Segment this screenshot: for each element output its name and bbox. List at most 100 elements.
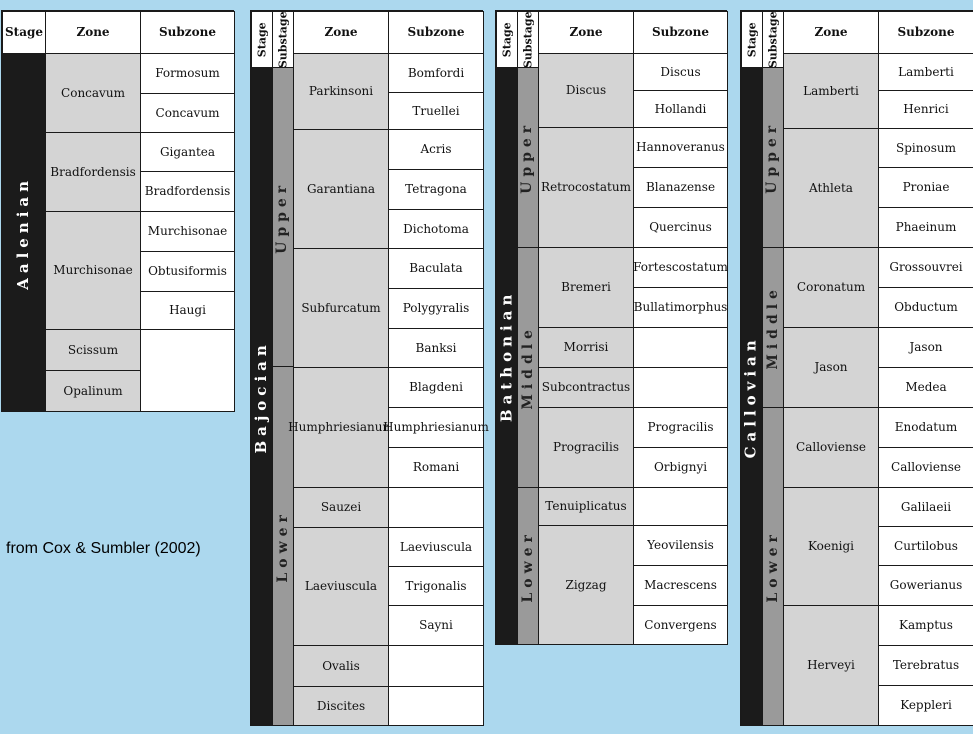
subzone-laeviuscula: Laeviuscula	[388, 527, 484, 567]
stage-header: Stage	[251, 11, 273, 68]
zone-tenuiplicatus: Tenuiplicatus	[538, 487, 634, 526]
subzone-calloviense: Calloviense	[878, 447, 973, 488]
substage-upper: Upper	[762, 67, 784, 248]
subzone-polygyralis: Polygyralis	[388, 288, 484, 329]
zone-laeviuscula: Laeviuscula	[293, 527, 389, 646]
subzone-quercinus: Quercinus	[633, 207, 728, 248]
zone-jason: Jason	[783, 327, 879, 408]
stage-header: Stage	[2, 11, 46, 54]
subzone-grossouvrei: Grossouvrei	[878, 247, 973, 288]
substage-header: Substage	[272, 11, 294, 68]
subzone-phaeinum: Phaeinum	[878, 207, 973, 248]
subzone-kamptus: Kamptus	[878, 605, 973, 646]
subzone-trigonalis: Trigonalis	[388, 566, 484, 606]
zone-header: Zone	[783, 11, 879, 54]
source-credit: from Cox & Sumbler (2002)	[6, 540, 201, 557]
subzone-convergens: Convergens	[633, 605, 728, 645]
zone-zigzag: Zigzag	[538, 525, 634, 645]
subzone-baculata: Baculata	[388, 248, 484, 289]
subzone-fortescostatum: Fortescostatum	[633, 247, 728, 288]
subzone-concavum: Concavum	[140, 93, 235, 133]
subzone-hollandi: Hollandi	[633, 90, 728, 128]
zone-opalinum: Opalinum	[45, 370, 141, 412]
substage-header: Substage	[762, 11, 784, 68]
subzone-macrescens: Macrescens	[633, 565, 728, 606]
subzone-curtilobus: Curtilobus	[878, 526, 973, 566]
substage-middle: Middle	[517, 247, 539, 488]
subzone-empty	[388, 487, 484, 528]
subzone-humphriesianum: Humphriesianum	[383, 407, 489, 448]
zone-athleta: Athleta	[783, 128, 879, 248]
subzone-sayni: Sayni	[388, 605, 484, 646]
subzone-discus: Discus	[633, 53, 728, 91]
subzone-header: Subzone	[388, 11, 484, 54]
subzone-obtusiformis: Obtusiformis	[140, 251, 235, 292]
bathonian-table: Stage Substage Zone Subzone Bathonian Up…	[495, 10, 728, 645]
substage-lower: Lower	[517, 487, 539, 645]
subzone-gigantea: Gigantea	[140, 132, 235, 172]
zone-header: Zone	[538, 11, 634, 54]
subzone-obductum: Obductum	[878, 287, 973, 328]
subzone-bullatimorphus: Bullatimorphus	[633, 287, 728, 328]
zone-subfurcatum: Subfurcatum	[293, 248, 389, 368]
subzone-terebratus: Terebratus	[878, 645, 973, 686]
subzone-empty	[633, 367, 728, 408]
subzone-hannoveranus: Hannoveranus	[633, 127, 728, 168]
subzone-gowerianus: Gowerianus	[878, 565, 973, 606]
subzone-empty	[633, 487, 728, 526]
subzone-tetragona: Tetragona	[388, 169, 484, 210]
subzone-truellei: Truellei	[388, 92, 484, 130]
subzone-banksi: Banksi	[388, 328, 484, 368]
subzone-empty	[633, 327, 728, 368]
zone-koenigi: Koenigi	[783, 487, 879, 606]
zone-bradfordensis: Bradfordensis	[45, 132, 141, 212]
stage-aalenian: Aalenian	[2, 53, 46, 412]
subzone-empty	[388, 645, 484, 687]
substage-middle: Middle	[762, 247, 784, 408]
zone-header: Zone	[45, 11, 141, 54]
zone-morrisi: Morrisi	[538, 327, 634, 368]
zone-lamberti: Lamberti	[783, 53, 879, 129]
subzone-dichotoma: Dichotoma	[388, 209, 484, 249]
stage-bathonian: Bathonian	[496, 67, 518, 645]
subzone-jason: Jason	[878, 327, 973, 368]
stage-header: Stage	[496, 11, 518, 68]
zone-progracilis: Progracilis	[538, 407, 634, 488]
stage-header: Stage	[741, 11, 763, 68]
zone-scissum: Scissum	[45, 329, 141, 371]
zone-bremeri: Bremeri	[538, 247, 634, 328]
subzone-medea: Medea	[878, 367, 973, 408]
subzone-haugi: Haugi	[140, 291, 235, 330]
subzone-orbignyi: Orbignyi	[633, 447, 728, 488]
zone-murchisonae: Murchisonae	[45, 211, 141, 330]
subzone-header: Subzone	[140, 11, 235, 54]
subzone-henrici: Henrici	[878, 90, 973, 129]
zone-discus: Discus	[538, 53, 634, 128]
subzone-proniae: Proniae	[878, 167, 973, 208]
subzone-romani: Romani	[388, 447, 484, 488]
callovian-table: Stage Substage Zone Subzone Callovian Up…	[740, 10, 973, 726]
substage-lower: Lower	[762, 407, 784, 726]
subzone-galilaeii: Galilaeii	[878, 487, 973, 527]
zone-subcontractus: Subcontractus	[538, 367, 634, 408]
subzone-yeovilensis: Yeovilensis	[633, 525, 728, 566]
stage-bajocian: Bajocian	[251, 67, 273, 726]
stage-callovian: Callovian	[741, 67, 763, 726]
subzone-blanazense: Blanazense	[633, 167, 728, 208]
aalenian-table: Stage Zone Subzone Aalenian Concavum Bra…	[1, 10, 235, 412]
bajocian-table: Stage Substage Zone Subzone Bajocian Upp…	[250, 10, 489, 726]
subzone-progracilis: Progracilis	[633, 407, 728, 448]
subzone-bradfordensis: Bradfordensis	[140, 171, 235, 212]
subzone-empty	[140, 329, 235, 412]
subzone-spinosum: Spinosum	[878, 128, 973, 168]
subzone-header: Subzone	[633, 11, 728, 54]
zone-parkinsoni: Parkinsoni	[293, 53, 389, 130]
substage-header: Substage	[517, 11, 539, 68]
zone-calloviense: Calloviense	[783, 407, 879, 488]
zone-humphriesianum: Humphriesianum	[288, 367, 394, 488]
subzone-lamberti: Lamberti	[878, 53, 973, 91]
zone-concavum: Concavum	[45, 53, 141, 133]
subzone-header: Subzone	[878, 11, 973, 54]
subzone-blagdeni: Blagdeni	[388, 367, 484, 408]
zone-header: Zone	[293, 11, 389, 54]
